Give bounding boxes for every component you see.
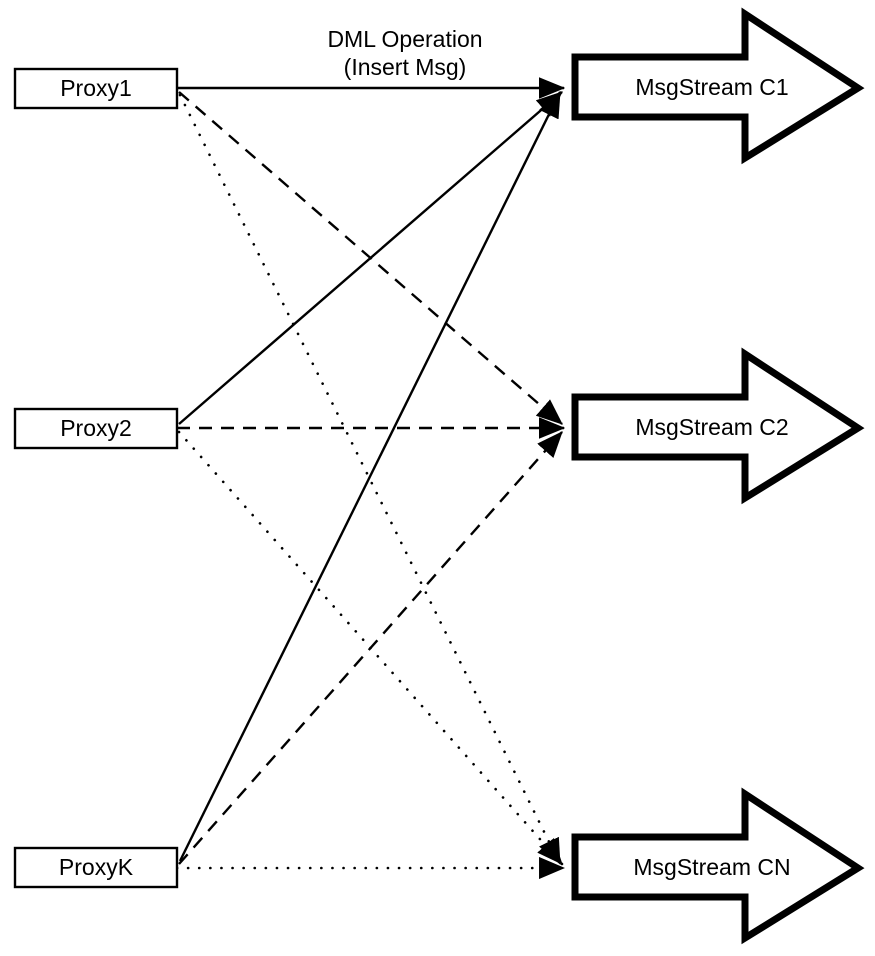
stream-label-cn: MsgStream CN (633, 854, 790, 880)
stream-label-c2: MsgStream C2 (635, 414, 788, 440)
proxy-label-proxyk: ProxyK (59, 854, 134, 880)
stream-label-c1: MsgStream C1 (635, 74, 788, 100)
stream-arrow-shape-c2 (571, 347, 865, 505)
edge-proxy1-stream-cn (178, 93, 562, 866)
stream-arrow-shape-c1 (571, 7, 865, 165)
stream-arrow-shape-cn (571, 787, 865, 945)
stream-group-c1[interactable]: MsgStream C1 (571, 7, 865, 165)
edge-annotation-dml-operation: DML Operation (Insert Msg) (327, 26, 482, 80)
edge-annotation-line2: (Insert Msg) (344, 54, 467, 80)
proxy-box-rect-proxy1 (13, 67, 179, 110)
edge-proxy2-stream-c1 (178, 91, 563, 425)
proxy-node-proxy1[interactable]: Proxy1 (13, 67, 179, 110)
proxy-label-proxy1: Proxy1 (60, 75, 132, 101)
proxy-node-proxy2[interactable]: Proxy2 (13, 407, 179, 450)
proxy-label-proxy2: Proxy2 (60, 415, 132, 441)
edge-proxyk-stream-c1 (178, 90, 562, 862)
proxy-box-rect-proxy2 (13, 407, 179, 450)
proxy-box-rect-proxyk (13, 846, 179, 889)
edge-annotation-line1: DML Operation (327, 26, 482, 52)
stream-group-cn[interactable]: MsgStream CN (571, 787, 865, 945)
proxy-node-proxyk[interactable]: ProxyK (13, 846, 179, 889)
edge-proxyk-stream-c2 (178, 431, 563, 865)
stream-group-c2[interactable]: MsgStream C2 (571, 347, 865, 505)
